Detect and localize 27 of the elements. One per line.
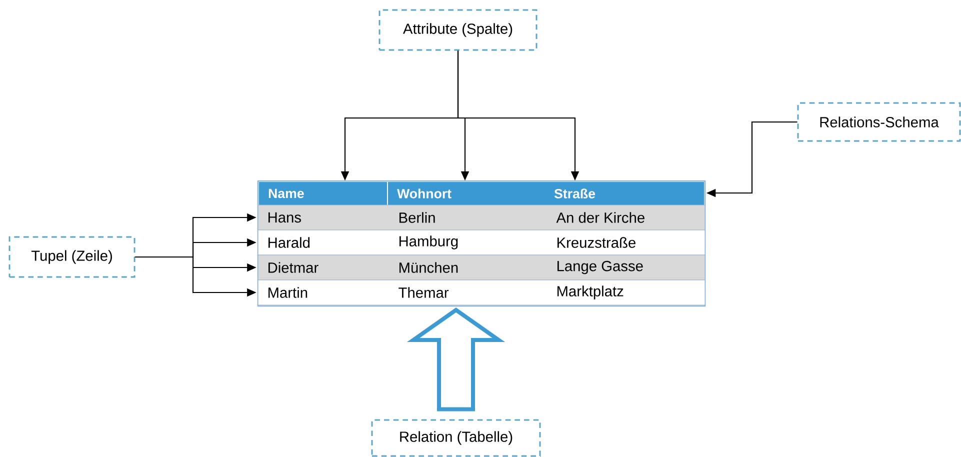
table-row: [258, 204, 706, 230]
dashed-label-box: Tupel (Zeile): [8, 236, 136, 278]
cell-text: Lange Gasse: [557, 260, 643, 274]
node-label: Name: [268, 188, 304, 198]
cell-text: Berlin: [399, 212, 435, 223]
cell-text: Hans: [268, 212, 301, 223]
column-header: Straße: [545, 182, 704, 205]
dashed-label-box: Attribute (Spalte): [378, 9, 538, 51]
block-arrow: [407, 308, 505, 412]
table-row: [258, 254, 706, 280]
node-label: Wohnort: [397, 188, 452, 198]
cell-text: Marktplatz: [557, 286, 624, 300]
cell-text: Harald: [268, 237, 310, 248]
cell-text: Themar: [398, 287, 449, 298]
cell-text: Hamburg: [399, 236, 458, 250]
cell-text: Dietmar: [268, 262, 318, 273]
cell-text: München: [399, 262, 458, 273]
cell-text: Martin: [268, 287, 308, 298]
table-row: [258, 280, 706, 306]
dashed-label-box: Relations-Schema: [797, 102, 961, 142]
column-header: Wohnort: [388, 182, 545, 205]
column-header: Name: [259, 182, 387, 205]
cell-text: Kreuzstraße: [557, 237, 636, 248]
table-row: [258, 230, 706, 256]
cell-text: An der Kirche: [556, 212, 644, 223]
node-label: Straße: [554, 188, 596, 198]
dashed-label-box: Relation (Tabelle): [371, 419, 541, 457]
